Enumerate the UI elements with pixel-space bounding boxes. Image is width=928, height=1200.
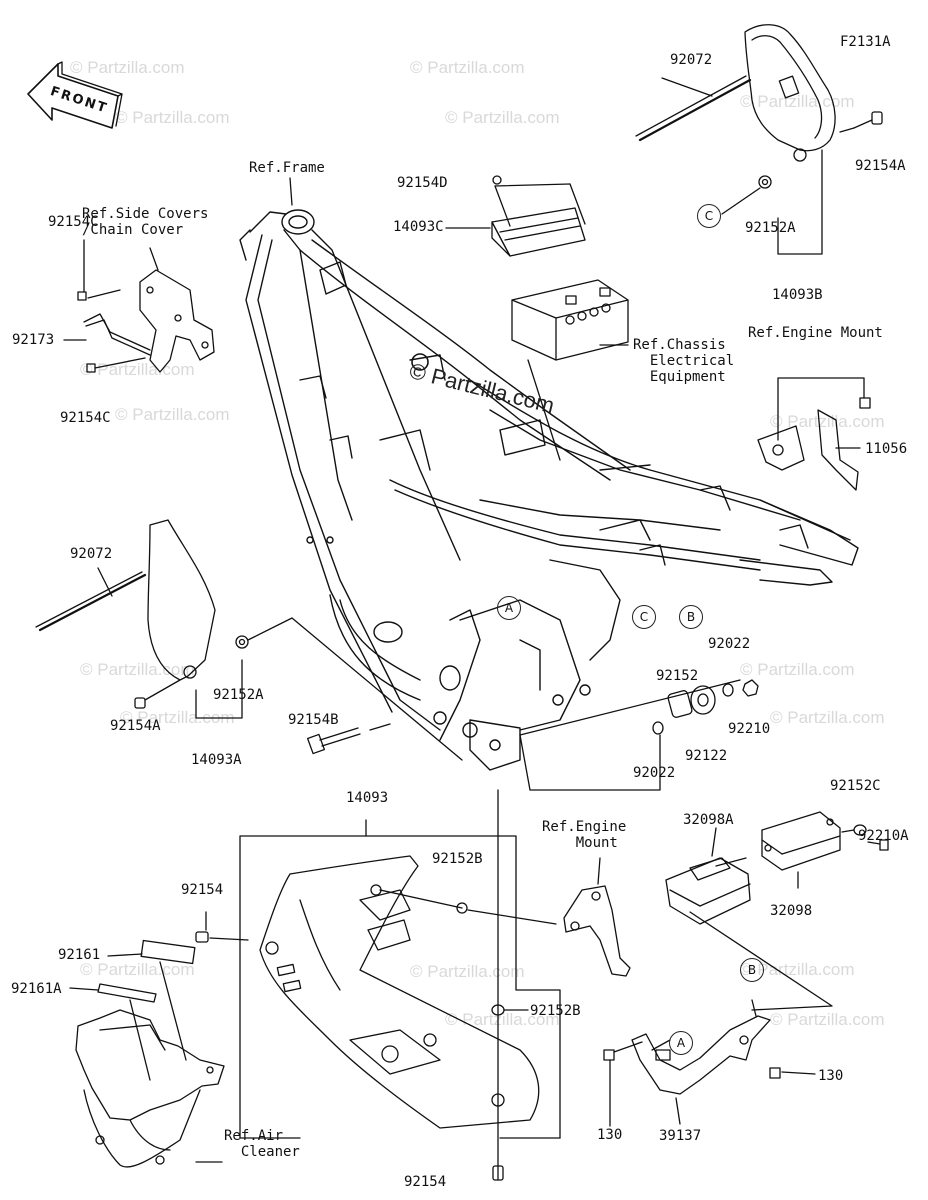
watermark: © Partzilla.com <box>445 108 560 127</box>
motorcycle-frame <box>239 209 859 771</box>
part-label: 92154C <box>48 214 99 230</box>
callout-a: A <box>497 596 521 620</box>
part-label: 92210 <box>728 721 771 737</box>
cover-14093a <box>35 519 216 681</box>
part-label: 130 <box>818 1068 844 1084</box>
part-label: 92154 <box>404 1174 447 1190</box>
battery <box>511 279 629 361</box>
part-label: 14093C <box>393 219 444 235</box>
part-label: 92173 <box>12 332 55 348</box>
ref-chassis-label: Ref.Chassis Electrical Equipment <box>633 337 735 385</box>
part-label: 130 <box>597 1127 623 1143</box>
watermark: © Partzilla.com <box>770 1010 885 1029</box>
skid-plate-14093 <box>259 855 540 1129</box>
callout-b: B <box>740 958 764 982</box>
mount-hardware <box>652 679 759 735</box>
ref-air-cleaner-label: Ref.Air Cleaner <box>224 1128 300 1160</box>
part-label: 14093A <box>191 752 242 768</box>
ref-engine-mount-label: Ref.Engine Mount <box>748 325 883 341</box>
callout-a: A <box>669 1031 693 1055</box>
part-label: 92161 <box>58 947 101 963</box>
part-label: 92022 <box>633 765 676 781</box>
part-label: 92154D <box>397 175 448 191</box>
part-label: 92154 <box>181 882 224 898</box>
regulator-32098 <box>665 811 841 925</box>
side-cover-bracket <box>83 269 215 373</box>
air-cleaner-box <box>75 939 225 1168</box>
part-label: 92152 <box>656 668 699 684</box>
watermark: © Partzilla.com <box>410 58 525 77</box>
part-label: 92072 <box>670 52 713 68</box>
bracket-11056 <box>757 397 871 491</box>
part-label: 92154C <box>60 410 111 426</box>
cover-14093b <box>635 24 836 162</box>
ref-engine-mount-label: Ref.Engine Mount <box>542 819 627 851</box>
callout-c: C <box>632 605 656 629</box>
bracket-39137 <box>603 1015 781 1095</box>
ref-frame-label: Ref.Frame <box>249 160 325 176</box>
callout-c: C <box>697 204 721 228</box>
battery-case-14093c <box>491 175 586 257</box>
part-label: 92022 <box>708 636 751 652</box>
part-label: 92152B <box>432 851 483 867</box>
part-label: 14093B <box>772 287 823 303</box>
part-label: 92152B <box>530 1003 581 1019</box>
part-label: 11056 <box>865 441 908 457</box>
watermark: © Partzilla.com <box>80 960 195 979</box>
part-label: 92154B <box>288 712 339 728</box>
part-label: 39137 <box>659 1128 702 1144</box>
watermark: © Partzilla.com <box>740 92 855 111</box>
watermark: © Partzilla.com <box>80 360 195 379</box>
part-label: 92152C <box>830 778 881 794</box>
watermark: © Partzilla.com <box>70 58 185 77</box>
front-arrow-icon <box>27 61 123 129</box>
watermark: © Partzilla.com <box>115 405 230 424</box>
watermark: © Partzilla.com <box>120 708 235 727</box>
callout-b: B <box>679 605 703 629</box>
part-label: 32098A <box>683 812 734 828</box>
engine-mount-plate <box>563 885 631 977</box>
watermark: © Partzilla.com <box>740 660 855 679</box>
diagram-id: F2131A <box>840 34 891 50</box>
part-label: 14093 <box>346 790 389 806</box>
part-label: 92210A <box>858 828 909 844</box>
ref-side-covers-label: Ref.Side Covers /Chain Cover <box>82 206 209 238</box>
part-label: 32098 <box>770 903 813 919</box>
watermark: © Partzilla.com <box>770 708 885 727</box>
watermark: © Partzilla.com <box>410 962 525 981</box>
part-label: 92152A <box>213 687 264 703</box>
part-label: 92072 <box>70 546 113 562</box>
part-label: 92154A <box>855 158 906 174</box>
bolt-92154b <box>306 727 361 755</box>
part-label: 92161A <box>11 981 62 997</box>
part-label: 92122 <box>685 748 728 764</box>
part-label: 92152A <box>745 220 796 236</box>
part-label: 92154A <box>110 718 161 734</box>
watermark: © Partzilla.com <box>115 108 230 127</box>
